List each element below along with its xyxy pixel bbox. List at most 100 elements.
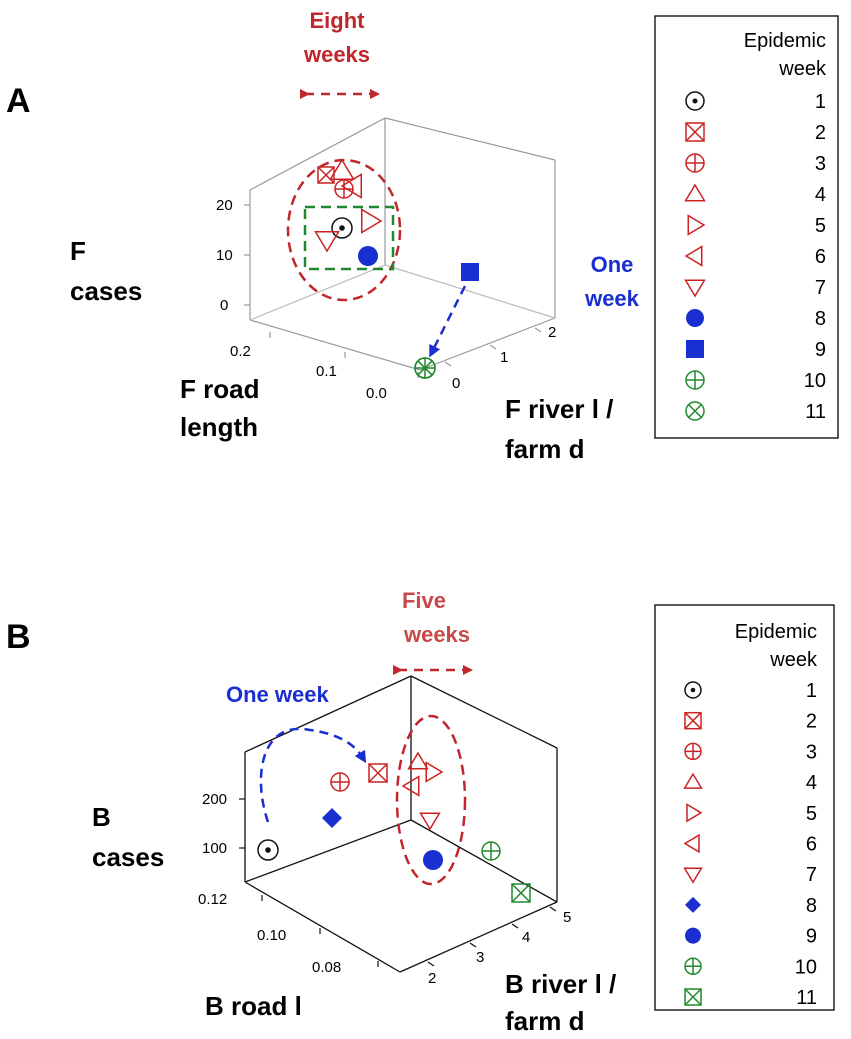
legend-marker-week-10 [685,370,705,390]
legend-label-week-5: 5 [815,215,826,237]
a-ylabel-line1: F river l / [505,394,613,424]
legend-label-week-1: 1 [815,91,826,113]
legend-label-week-6: 6 [806,834,817,856]
b-point-week-9 [423,850,443,870]
legend-marker-week-2 [684,711,702,730]
a-point-week-9 [461,263,479,281]
legend-marker-week-2 [685,122,705,142]
a-ytick-1: 1 [500,349,508,366]
a-zlabel-line1: F [70,236,86,266]
b-legend-box [654,604,835,1011]
b-zlabel-line1: B [92,802,111,832]
b-ytick-3: 3 [476,949,484,966]
b-xtick-0.10: 0.10 [257,927,286,944]
a-xtick-0.0: 0.0 [366,385,387,402]
a-point-week-1 [331,217,353,239]
panel-b-box [244,675,558,973]
legend-marker-week-4 [683,772,703,789]
legend-label-week-3: 3 [815,153,826,175]
b-annotation-one-week: One week [226,682,329,707]
legend-marker-week-3 [685,153,705,173]
b-point-week-10 [481,841,501,861]
legend-label-week-8: 8 [806,895,817,917]
b-xlabel-line1: B road l [205,991,302,1021]
a-legend-box [654,15,839,439]
a-xlabel-line1: F road [180,374,259,404]
b-ytick-4: 4 [522,929,530,946]
a-red-cluster-ellipse [286,158,402,302]
legend-label-week-2: 2 [806,711,817,733]
b-point-week-7 [419,812,441,831]
b-zlabel-line2: cases [92,842,164,872]
a-point-week-7 [314,231,340,253]
legend-marker-week-9 [685,927,701,944]
b-ytick-2: 2 [428,970,436,987]
b-xtick-0.12: 0.12 [198,891,227,908]
a-zlabel-line2: cases [70,276,142,306]
b-annotation-five-line1: Five [402,588,446,613]
a-point-week-6 [340,173,362,199]
a-xtick-0.2: 0.2 [230,343,251,360]
a-point-week-2 [317,166,335,184]
a-points [314,158,479,379]
panel-a: A 20 10 0 0.2 [6,8,839,464]
legend-label-week-6: 6 [815,246,826,268]
a-ylabel-line2: farm d [505,434,584,464]
legend-label-week-7: 7 [815,277,826,299]
legend-marker-week-4 [684,183,706,202]
legend-label-week-4: 4 [815,184,826,206]
legend-label-week-2: 2 [815,122,826,144]
a-legend-title-line2: week [778,58,827,80]
legend-marker-week-7 [684,279,706,298]
b-point-week-3 [330,772,350,792]
legend-label-week-4: 4 [806,772,817,794]
b-point-week-6 [401,775,420,797]
b-ytick-5: 5 [563,909,571,926]
a-green-box [303,205,395,271]
legend-marker-week-1 [685,91,705,111]
legend-label-week-7: 7 [806,864,817,886]
b-red-cluster-ellipse [395,714,467,886]
a-ztick-0: 0 [220,297,228,314]
legend-marker-week-10 [684,957,702,976]
a-annotation-one-line1: One [591,252,634,277]
a-point-week-4 [329,158,355,180]
legend-marker-week-8 [685,896,701,913]
legend-marker-week-6 [684,245,703,267]
b-annotation-five-line2: weeks [403,622,470,647]
b-ztick-200: 200 [202,791,227,808]
legend-label-week-9: 9 [806,926,817,948]
panel-a-box [249,117,556,371]
legend-marker-week-5 [687,214,706,236]
legend-label-week-11: 11 [805,401,826,423]
b-ylabel-line1: B river l / [505,969,616,999]
a-ytick-0: 0 [452,375,460,392]
legend-marker-week-9 [686,340,704,358]
legend-label-week-10: 10 [804,370,826,392]
panel-label-a: A [6,82,31,120]
b-points [257,751,531,903]
legend-marker-week-1 [684,681,702,699]
a-xlabel-line2: length [180,412,258,442]
panel-b: B 200 100 0.12 0.10 [6,588,835,1036]
a-ytick-2: 2 [548,324,556,341]
a-point-week-3 [334,179,354,199]
a-annotation-eight-line2: weeks [303,42,370,67]
legend-label-week-11: 11 [796,987,817,1009]
a-legend-title-line1: Epidemic [744,30,826,52]
a-annotation-eight-line1: Eight [310,8,366,33]
b-point-week-11 [511,883,531,903]
panel-label-b: B [6,618,31,656]
b-one-week-arrow [259,727,367,823]
legend-marker-week-6 [683,833,700,854]
panel-b-ticks [239,798,557,967]
legend-marker-week-8 [686,309,704,327]
a-point-week-11 [414,357,436,379]
a-annotation-one-line2: week [584,286,640,311]
a-point-week-8 [358,246,378,266]
a-ztick-10: 10 [216,247,233,264]
legend-marker-week-11 [685,401,705,421]
legend-label-week-3: 3 [806,741,817,763]
